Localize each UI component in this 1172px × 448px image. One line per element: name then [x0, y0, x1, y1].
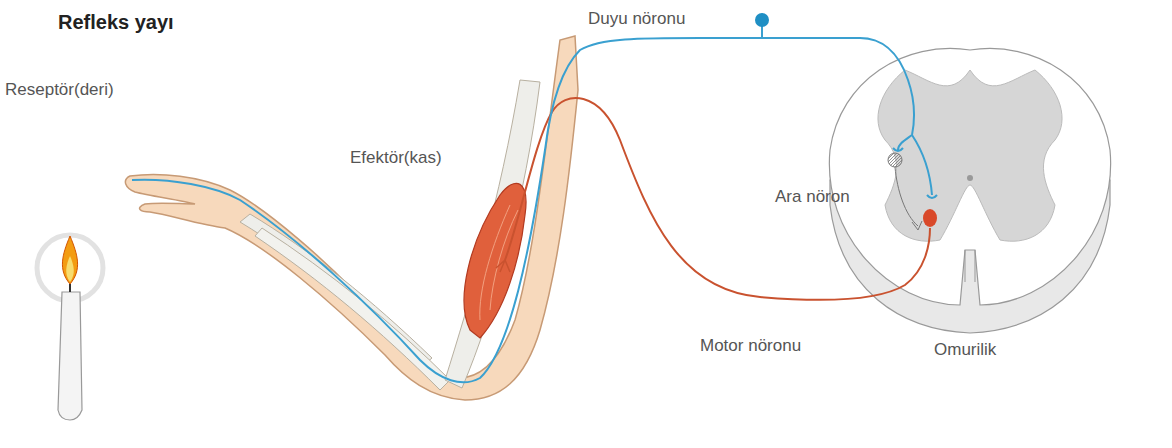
part-label: Ara nöron: [775, 187, 850, 207]
motor-neuron-fibre: [505, 98, 930, 300]
motor-neuron-body: [923, 209, 937, 227]
diagram-title: Refleks yayı: [58, 10, 174, 34]
part-label: Reseptör(deri): [5, 80, 114, 100]
candle: [37, 235, 103, 420]
interneuron-body: [888, 153, 902, 167]
spinal-cord: [829, 48, 1110, 333]
part-label: Duyu nöronu: [588, 9, 685, 29]
part-label: Omurilik: [934, 340, 996, 360]
arm: [125, 36, 578, 400]
part-label: Motor nöronu: [700, 336, 801, 356]
sensory-neuron-fibre: [132, 38, 914, 382]
sensory-neuron-body: [755, 13, 769, 27]
part-label: Efektör(kas): [350, 148, 442, 168]
